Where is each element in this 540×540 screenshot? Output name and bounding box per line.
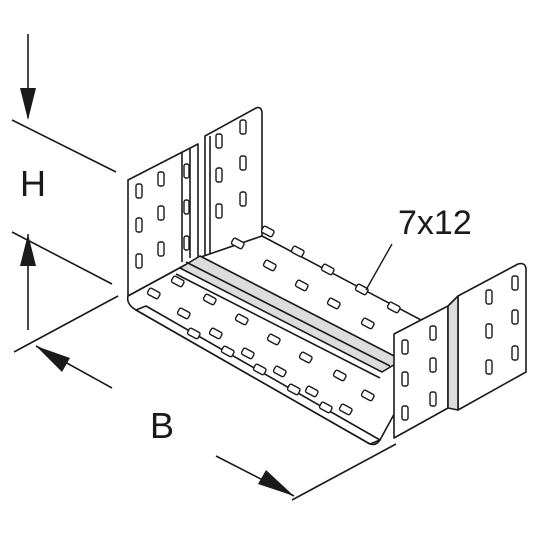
base-slot [262, 259, 277, 272]
front-flange-slot [401, 405, 409, 421]
back-flange-slot [215, 133, 223, 149]
base-slot [318, 401, 333, 414]
left-wall-slot [135, 253, 143, 269]
base-slot [266, 333, 281, 346]
perforation-label: 7x12 [398, 204, 472, 242]
left-wall-slot [135, 183, 143, 199]
width-extension-line-left [13, 295, 119, 353]
base-slot [332, 369, 347, 382]
width-label: B [150, 405, 174, 446]
width-dimension [13, 295, 397, 501]
right-flange-bend [447, 295, 459, 411]
base-slot [304, 385, 319, 398]
base-slot [220, 345, 235, 358]
front-flange-slot [429, 325, 437, 341]
base-slot [208, 327, 223, 340]
front-flange-slot [429, 391, 437, 407]
right-flange-slot [511, 345, 519, 361]
center-ridge-line-a [185, 261, 391, 367]
width-arrowhead-right [258, 470, 294, 496]
base-slot [240, 347, 255, 360]
base-slot [338, 403, 353, 416]
height-arrowhead-top [20, 88, 36, 120]
base-slot [202, 293, 217, 306]
front-flange-slot [401, 371, 409, 387]
right-flange-slot [485, 289, 493, 305]
base-slot [252, 363, 267, 376]
base-slot [354, 283, 369, 296]
left-wall-slot [157, 241, 165, 257]
width-extension-line-right [291, 443, 397, 501]
right-flange-slot [485, 323, 493, 339]
base-slot [186, 327, 201, 340]
base-slot [146, 287, 161, 300]
base-slots-front-rows [146, 275, 375, 416]
base-slot [286, 383, 301, 396]
back-flange-slot [215, 203, 223, 219]
perforation-leader-line [365, 243, 393, 291]
base-slot [230, 237, 245, 250]
base-slot [272, 365, 287, 378]
right-flange-slot [511, 275, 519, 291]
base-slot [360, 389, 375, 402]
base-slot [170, 275, 185, 288]
front-flange-slot [401, 339, 409, 355]
height-extension-line-top [11, 119, 117, 173]
height-dimension [11, 34, 117, 330]
base-slot [386, 301, 401, 314]
height-label: H [20, 163, 46, 204]
perforations [135, 119, 519, 421]
base-slot [298, 351, 313, 364]
left-wall-slot [157, 171, 165, 187]
back-flange-slot [239, 155, 247, 171]
base-front-lip [135, 305, 381, 445]
base-slot [294, 279, 309, 292]
left-wall-slot [183, 199, 190, 215]
coupler-body [126, 106, 527, 446]
left-wall-slot [135, 217, 143, 233]
base-slot [320, 263, 335, 276]
base-slot [260, 225, 275, 238]
base-slots-back-row [230, 225, 401, 330]
center-ridge-line-b [175, 273, 381, 379]
left-wall-slot [183, 163, 190, 179]
width-arrowhead-left [36, 346, 70, 372]
back-flange-slot [239, 191, 247, 207]
back-flange-slot [239, 119, 247, 135]
front-flange-slot [429, 357, 437, 373]
base-slot [360, 317, 375, 330]
right-flange-slot [485, 359, 493, 375]
left-wall-slot [183, 235, 190, 251]
base-slot [234, 313, 249, 326]
back-flange-slot [215, 167, 223, 183]
right-flange-slot [511, 309, 519, 325]
base-slot [326, 297, 341, 310]
base-slot [176, 307, 191, 320]
height-arrowhead-bottom [20, 234, 36, 266]
left-wall-slot [157, 205, 165, 221]
base-slot [290, 245, 305, 258]
